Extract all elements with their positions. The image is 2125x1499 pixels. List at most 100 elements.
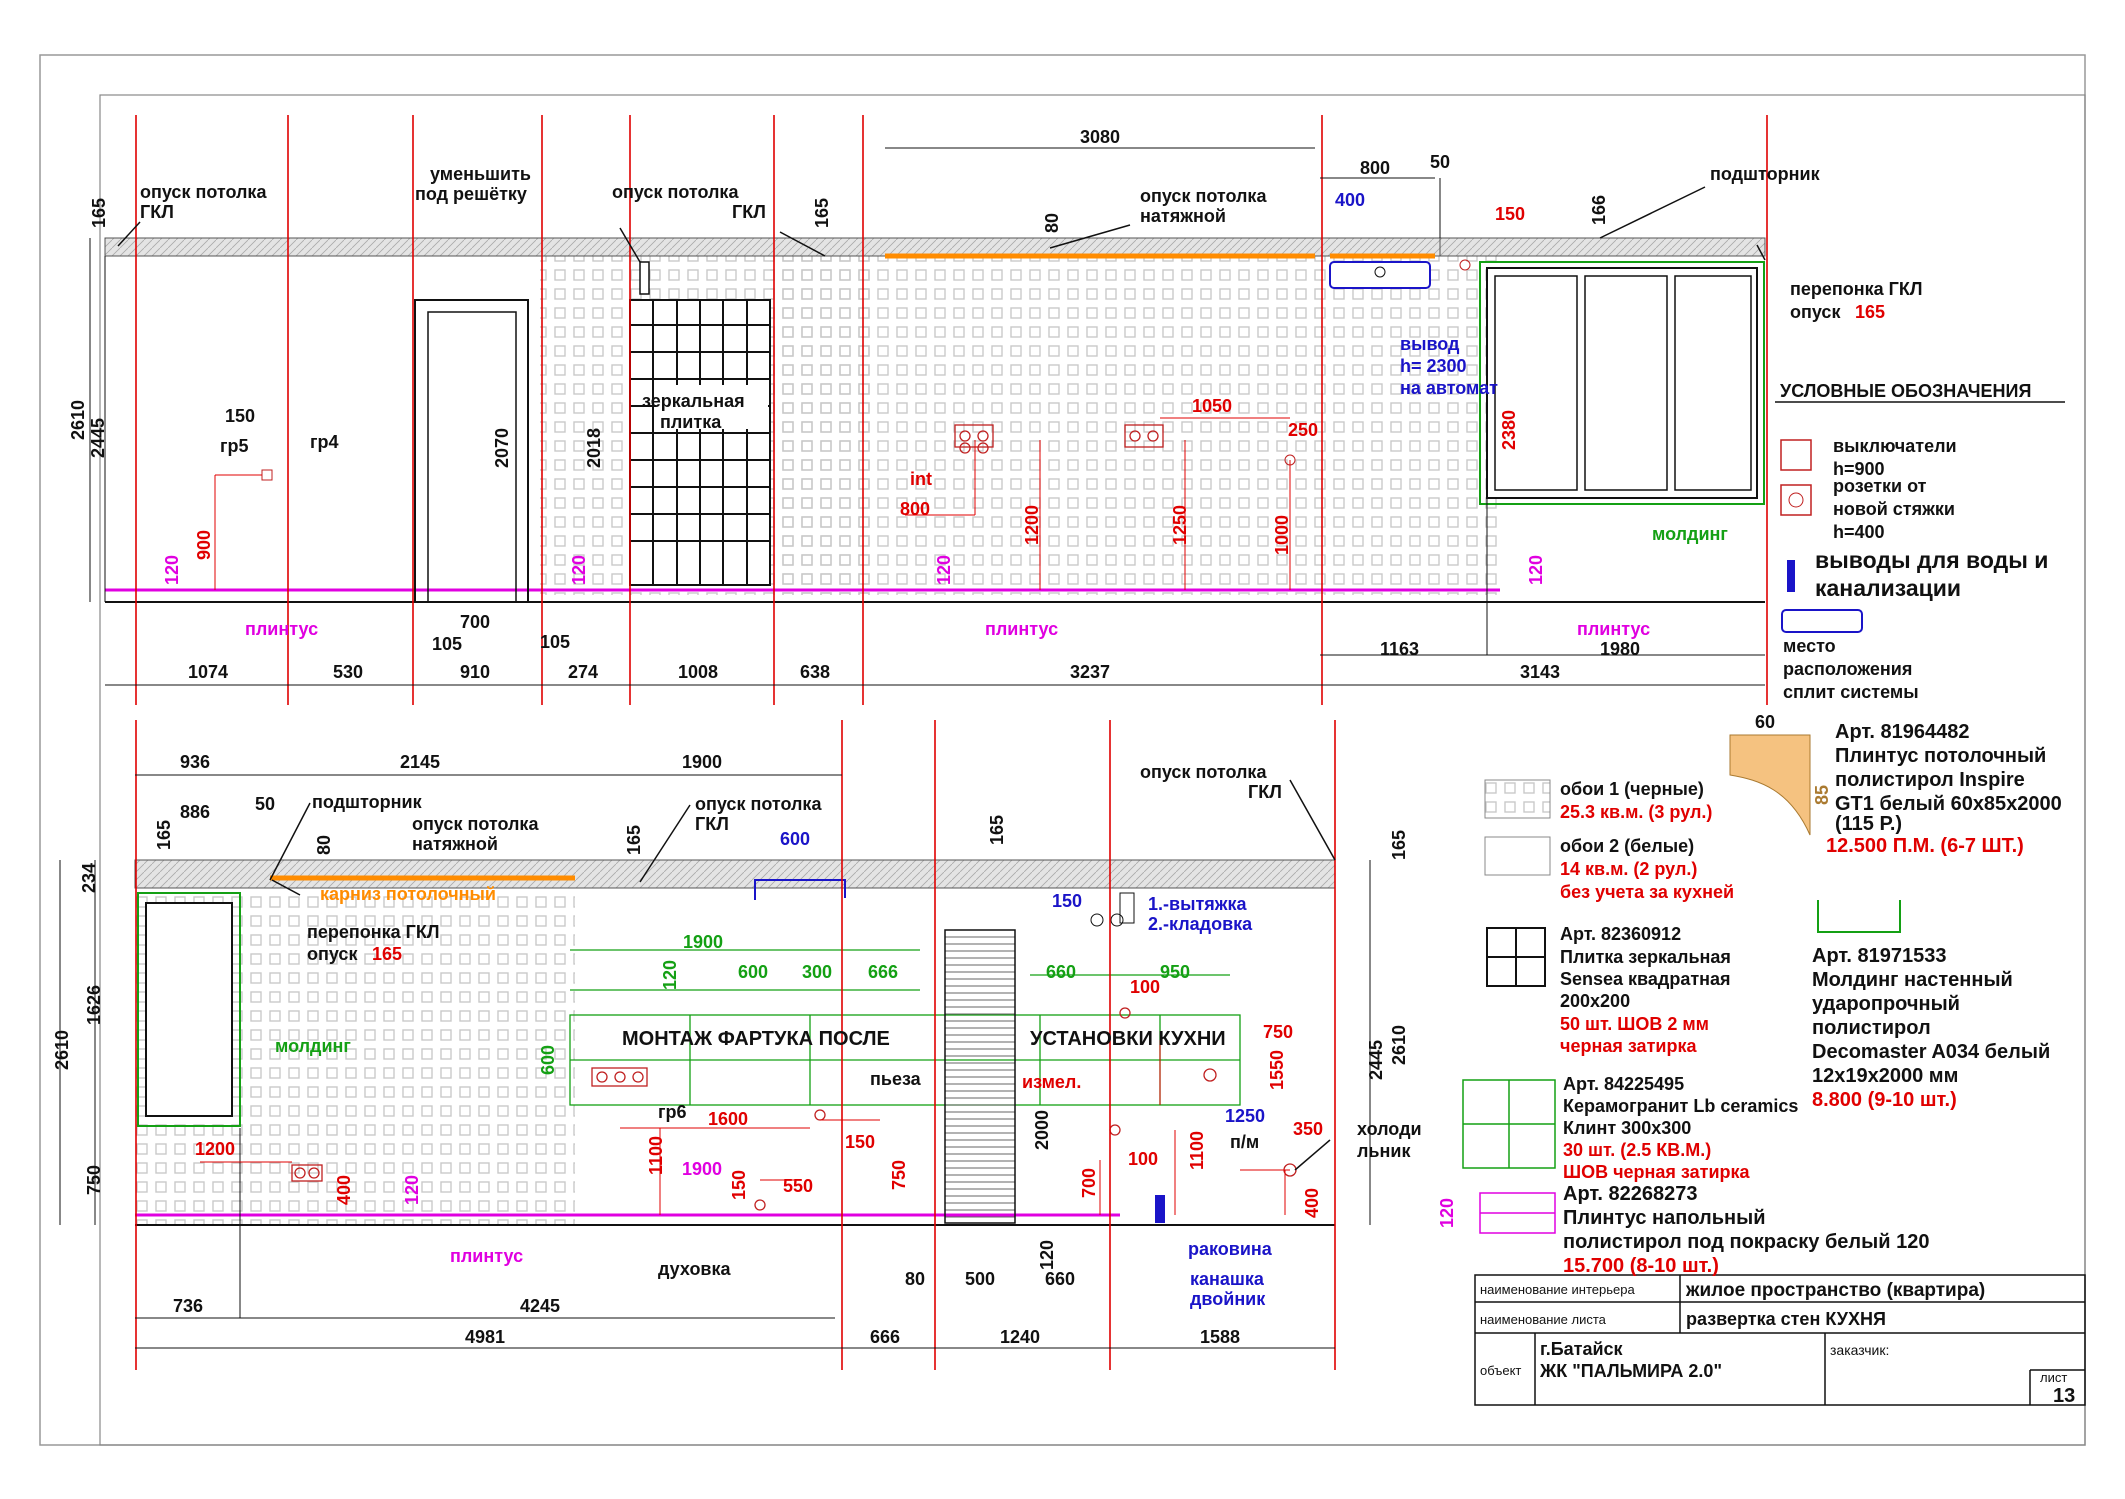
bot-dim-1250: 1250: [1225, 1106, 1265, 1126]
top-dim-bottom-1008: 1008: [678, 662, 718, 682]
tb-list-label: лист: [2040, 1370, 2067, 1385]
porcelain-tile-icon: [1462, 1079, 1556, 1169]
top-label-ceiling-gkl-left-2: ГКЛ: [140, 202, 174, 222]
top-label-plinth-a: плинтус: [245, 619, 318, 639]
legend-socket-3: h=400: [1833, 522, 1885, 542]
top-vdim-165a: 165: [89, 198, 109, 228]
top-switch: [261, 469, 273, 481]
top-label-reduce-1: уменьшить: [430, 164, 531, 184]
mat-plinth-floor-l1: Плинтус напольный: [1563, 1207, 1766, 1229]
top-label-mirror-1: зеркальная: [642, 391, 745, 411]
top-label-partition-1: перепонка ГКЛ: [1790, 279, 1922, 299]
bottom-sink-pipe: [1155, 1195, 1165, 1223]
bot-label-ceiling-gkl-2: ГКЛ: [695, 814, 729, 834]
bot-dim-100b: 100: [1128, 1149, 1158, 1169]
top-label-int: int: [910, 469, 932, 489]
top-vdim-2380: 2380: [1499, 410, 1519, 450]
top-label-partition-2: опуск: [1790, 302, 1841, 322]
floor-plinth-icon: [1479, 1192, 1556, 1234]
legend-water-2: канализации: [1815, 575, 1961, 601]
top-vdim-1000: 1000: [1272, 515, 1292, 555]
top-dim-bottom-3237: 3237: [1070, 662, 1110, 682]
bot-vdim-2610: 2610: [52, 1030, 72, 1070]
bot-dim-300: 300: [802, 962, 832, 982]
legend-icons: [1462, 401, 2065, 1234]
bot-dim-550: 550: [783, 1176, 813, 1196]
bottom-dim-lines: [59, 774, 1371, 1349]
bot-vdim-700: 700: [1079, 1168, 1099, 1198]
tb-interior-value: жилое пространство (квартира): [1685, 1280, 1985, 1301]
bot-vdim-165d: 165: [1389, 830, 1409, 860]
bot-dim-50: 50: [255, 794, 275, 814]
bot-dim-4981: 4981: [465, 1327, 505, 1347]
mat-molding-art: Арт. 81971533: [1812, 945, 1947, 967]
inner-frame: [99, 94, 2086, 1446]
mirror-tile-icon: [1486, 927, 1546, 987]
tb-object-1: г.Батайск: [1540, 1339, 1624, 1359]
bot-vdim-600: 600: [538, 1045, 558, 1075]
bot-vdim-165a: 165: [154, 820, 174, 850]
top-label-ceiling-str-2: натяжной: [1140, 206, 1226, 226]
bot-label-sewer-2: двойник: [1190, 1289, 1266, 1309]
bottom-hood-duct: [754, 879, 846, 900]
top-dim-bottom-3143: 3143: [1520, 662, 1560, 682]
bot-label-pm: п/м: [1230, 1132, 1259, 1152]
bottom-red-axes: [135, 720, 1336, 1370]
top-outlet-right: [1459, 259, 1471, 271]
top-label-molding: молдинг: [1652, 524, 1728, 544]
bottom-ceiling-band: [134, 859, 1336, 889]
bot-vdim-150: 150: [729, 1170, 749, 1200]
bot-dim-1588: 1588: [1200, 1327, 1240, 1347]
bot-dim-666: 666: [868, 962, 898, 982]
bot-vdim-2000: 2000: [1032, 1110, 1052, 1150]
bot-vdim-400b: 400: [1302, 1188, 1322, 1218]
bot-label-partition-2: опуск: [307, 944, 358, 964]
bot-vdim-120b: 120: [402, 1175, 422, 1205]
top-grille: [639, 261, 650, 295]
bot-dim-150b: 150: [845, 1132, 875, 1152]
top-vdim-120a: 120: [162, 555, 182, 585]
mat-mirror-l1: Плитка зеркальная: [1560, 947, 1731, 967]
mat-mirror-note: черная затирка: [1560, 1036, 1697, 1056]
bottom-hood-box: [1119, 892, 1135, 924]
bot-label-measure: измел.: [1022, 1072, 1081, 1092]
bot-vdim-165c: 165: [987, 815, 1007, 845]
top-label-mirror-2: плитка: [660, 412, 722, 432]
top-dim-150: 150: [1495, 204, 1525, 224]
bot-vdim-1626: 1626: [84, 985, 104, 1025]
bot-dim-600b: 600: [738, 962, 768, 982]
mat-plinth-ceiling-art: Арт. 81964482: [1835, 721, 1970, 743]
mat-molding-l4: Decomaster A034 белый: [1812, 1041, 2050, 1063]
mat-plinth-ceiling-l3: GT1 белый 60х85х2000: [1835, 793, 2062, 815]
top-vdim-120c: 120: [934, 555, 954, 585]
top-vdim-2018: 2018: [584, 428, 604, 468]
bot-label-ceiling-str-1: опуск потолка: [412, 814, 539, 834]
top-socket-group-mid: [1124, 424, 1164, 448]
bot-label-fridge-2: льник: [1357, 1141, 1411, 1161]
top-split-outlet: [1374, 266, 1386, 278]
top-label-curtain: подшторник: [1710, 164, 1821, 184]
bottom-apron: [569, 949, 1241, 1106]
bot-label-ceiling-gkl-r2: ГКЛ: [1248, 782, 1282, 802]
bottom-hood-outlet-1: [1090, 913, 1104, 927]
bot-dim-886: 886: [180, 802, 210, 822]
wallpaper-white-icon: [1484, 836, 1551, 876]
bot-vdim-120c: 120: [1037, 1240, 1057, 1270]
bot-dim-top-2145: 2145: [400, 752, 440, 772]
bot-label-molding: молдинг: [275, 1036, 351, 1056]
bot-label-sewer-1: канашка: [1190, 1269, 1265, 1289]
top-vdim-1200: 1200: [1022, 505, 1042, 545]
bottom-socket-group: [291, 1007, 1297, 1211]
bottom-pantry-door: [944, 929, 1016, 1224]
top-ceiling-band: [104, 237, 1766, 257]
bot-dim-660: 660: [1046, 962, 1076, 982]
mat-porcelain-qty: 30 шт. (2.5 КВ.М.): [1563, 1140, 1711, 1160]
top-dim-bottom-638: 638: [800, 662, 830, 682]
top-dim-bottom-1074: 1074: [188, 662, 228, 682]
top-leader-lines: [117, 186, 1766, 263]
bot-label-sink: раковина: [1188, 1239, 1273, 1259]
bot-label-ceiling-str-2: натяжной: [412, 834, 498, 854]
split-system-icon: [1781, 609, 1863, 633]
top-vdim-120d: 120: [1526, 555, 1546, 585]
mat-molding-l5: 12х19х2000 мм: [1812, 1065, 1958, 1087]
